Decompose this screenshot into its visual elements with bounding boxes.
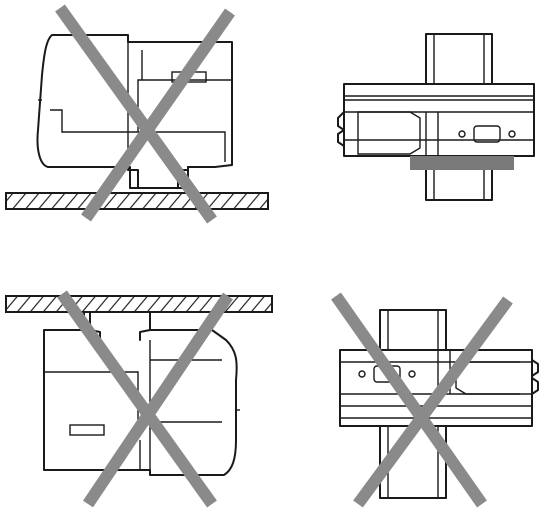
mounting-rail — [5, 192, 269, 210]
panel-bottom-left — [5, 290, 273, 508]
panel-bottom-right — [331, 292, 539, 508]
wrong-cross-mark — [55, 4, 235, 224]
wrong-cross-mark — [331, 292, 513, 508]
panel-top-right — [337, 33, 535, 201]
wrong-cross-mark — [57, 290, 233, 508]
device-front-view — [337, 83, 535, 157]
device-side-view-inverted — [43, 311, 240, 476]
panel-top-left — [5, 4, 269, 224]
mounting-strip — [410, 156, 514, 170]
mounting-rail-top — [5, 295, 273, 313]
